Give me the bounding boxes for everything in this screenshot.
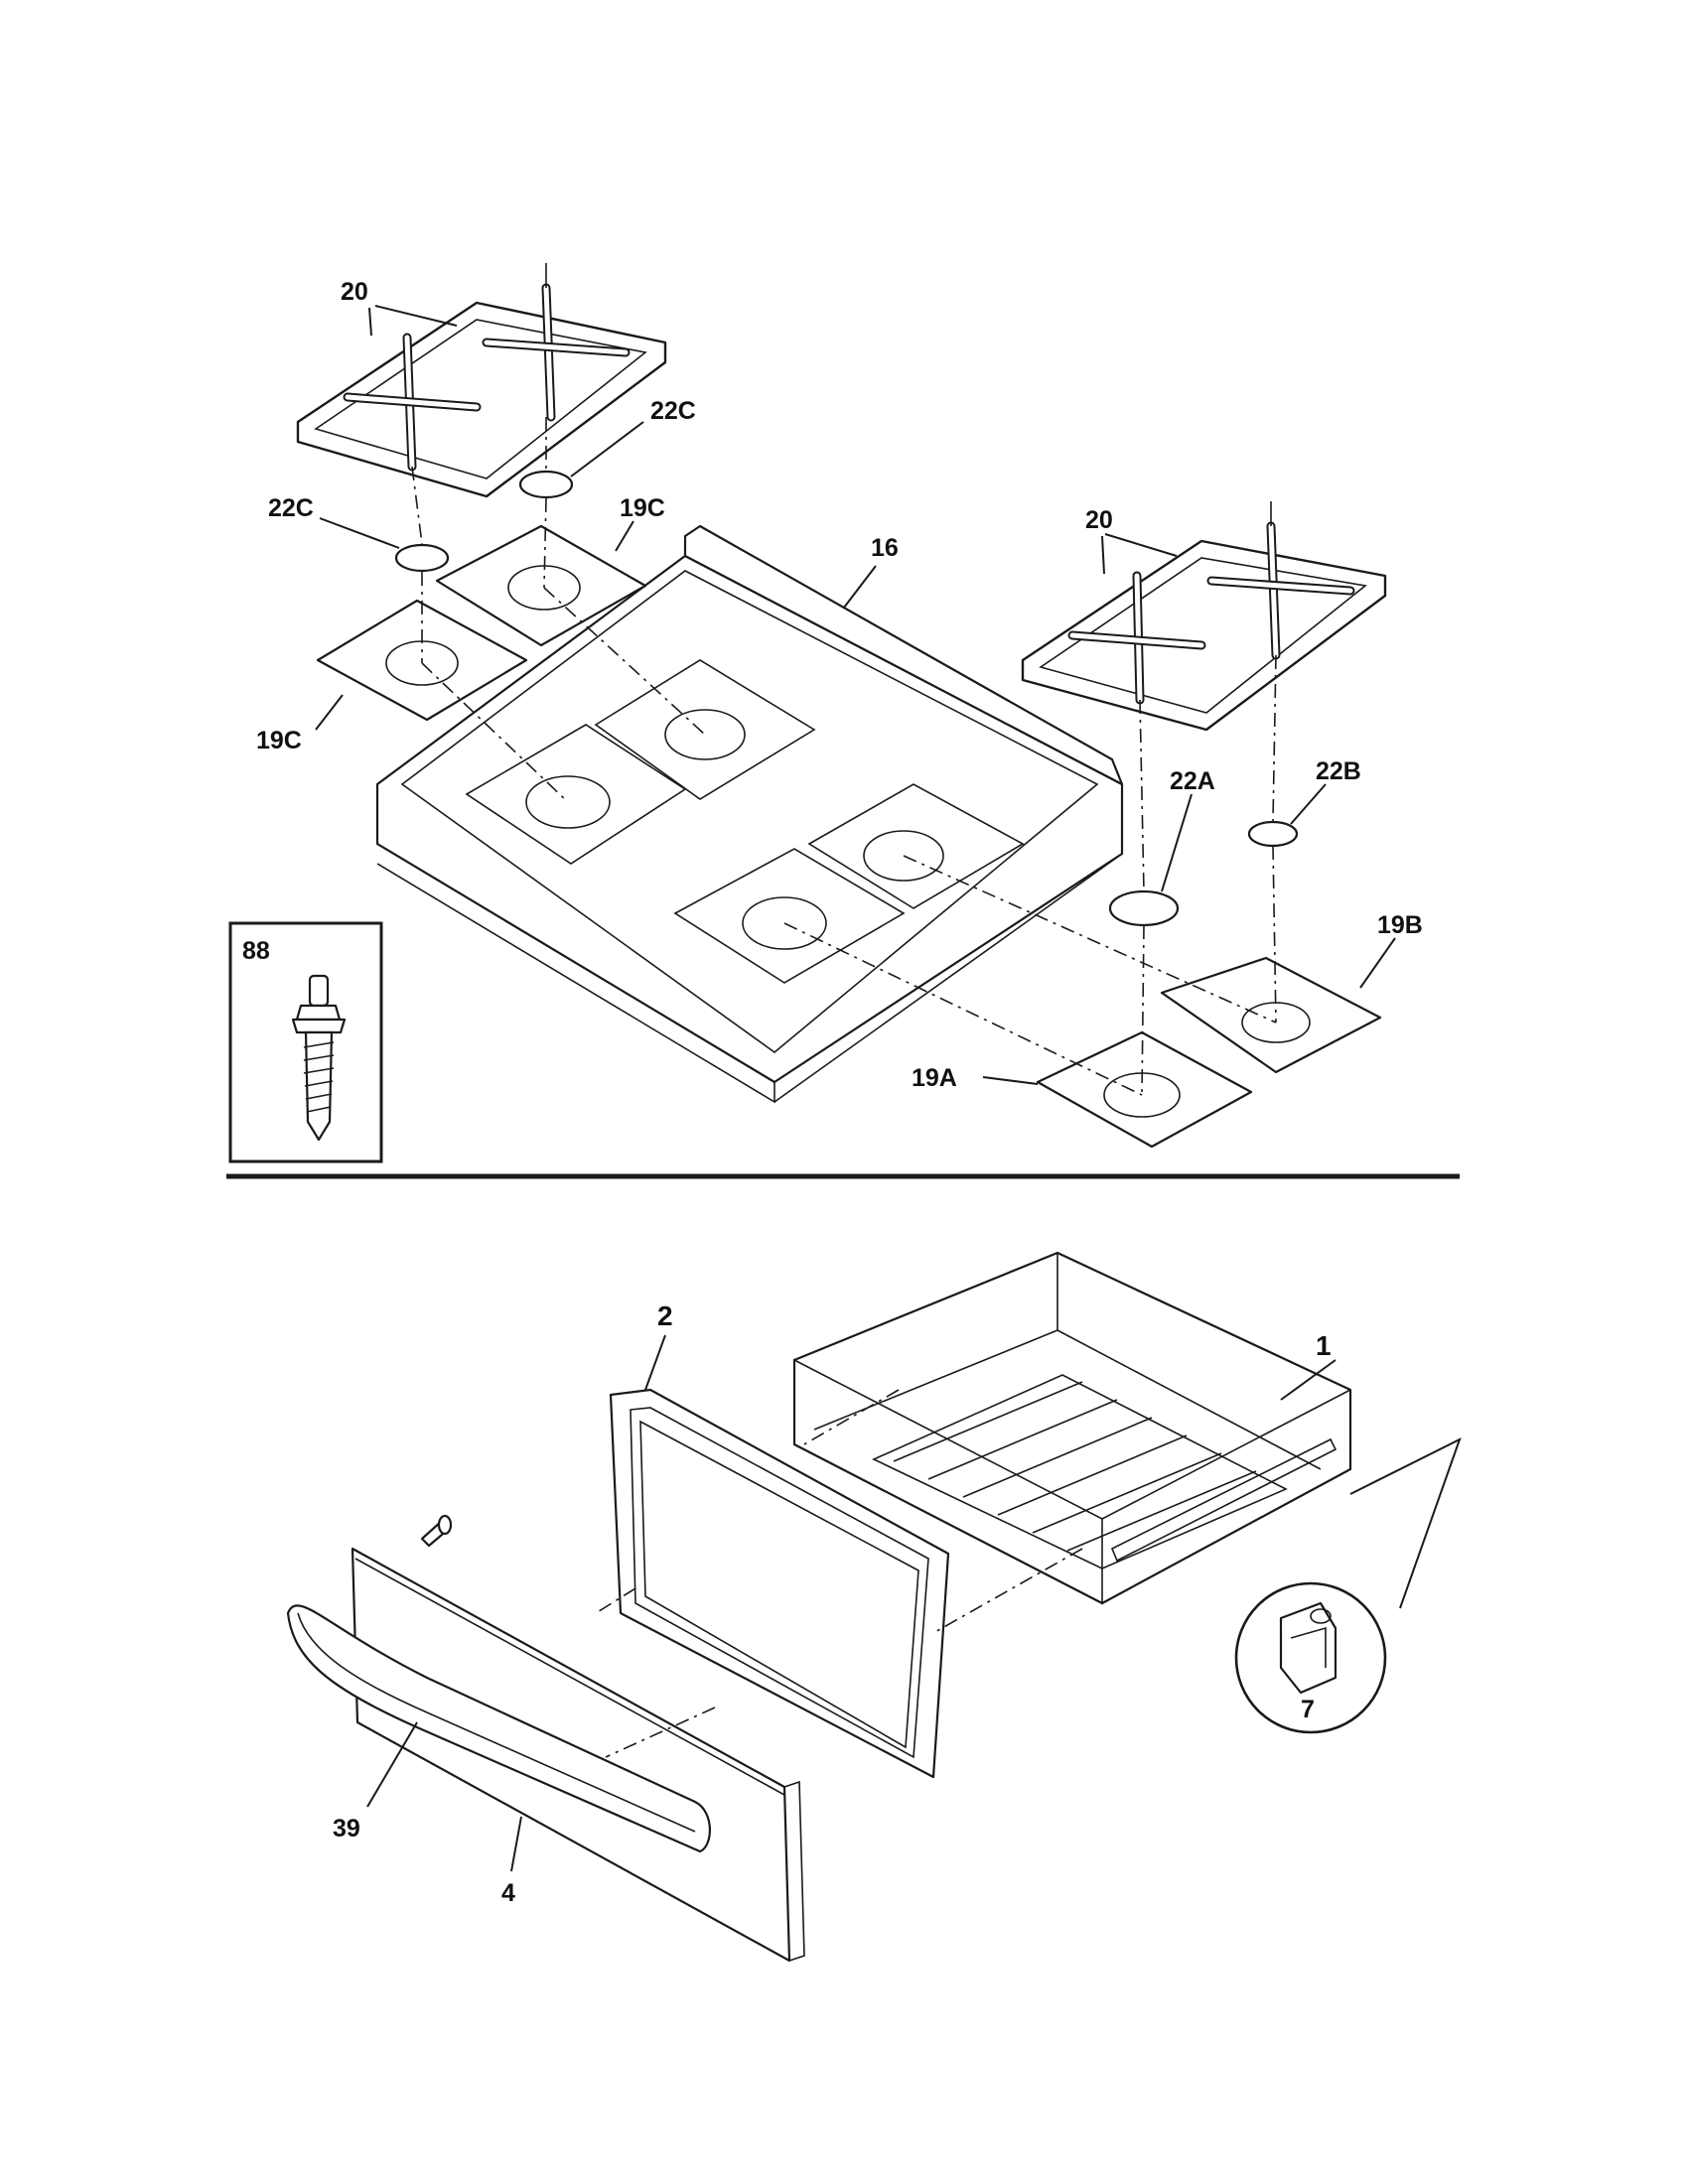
drawer-clip-detail xyxy=(1234,1436,1462,1734)
grate-pair-right-20 xyxy=(1021,501,1387,732)
burner-bowl-19b xyxy=(1160,956,1382,1074)
callout-88: 88 xyxy=(242,937,270,965)
drawer-handle-39 xyxy=(286,1604,711,1853)
alignment-lines-top xyxy=(411,417,1277,1096)
cooktop-16 xyxy=(375,524,1124,1104)
callout-39: 39 xyxy=(333,1815,360,1843)
grate-pair-left-20 xyxy=(296,263,667,498)
burner-cap-22c-upper xyxy=(518,470,574,499)
callout-19b: 19B xyxy=(1377,911,1423,939)
callout-16: 16 xyxy=(871,534,899,562)
callout-22c-lower: 22C xyxy=(268,494,314,522)
burner-cap-22b xyxy=(1247,820,1299,848)
callout-7: 7 xyxy=(1301,1696,1315,1723)
drawer-liner-2 xyxy=(609,1388,950,1779)
burner-bowl-19a xyxy=(1036,1030,1253,1149)
callout-22c-upper: 22C xyxy=(650,397,696,425)
callout-1: 1 xyxy=(1316,1330,1332,1361)
callout-19a: 19A xyxy=(912,1064,957,1092)
callout-19c-lower: 19C xyxy=(256,727,302,754)
screw-detail-box xyxy=(228,921,383,1163)
callout-labels: 20 22C 22C 19C 19C 16 20 22A 22B 19B 19A… xyxy=(242,278,1423,1907)
callout-20-left: 20 xyxy=(341,278,368,306)
callout-2: 2 xyxy=(657,1300,673,1331)
drawer-body-1 xyxy=(792,1251,1352,1605)
callout-19c-upper: 19C xyxy=(620,494,665,522)
alignment-lines-bottom xyxy=(595,1389,1083,1758)
leader-lines xyxy=(315,305,1396,1872)
callout-22a: 22A xyxy=(1170,767,1215,795)
callout-20-right: 20 xyxy=(1085,506,1113,534)
burner-cap-22a xyxy=(1108,889,1180,927)
screw-icon xyxy=(291,974,347,1142)
drawer-screw-icon xyxy=(420,1514,453,1548)
callout-4: 4 xyxy=(501,1879,515,1907)
clip-icon xyxy=(1279,1601,1337,1695)
callout-22b: 22B xyxy=(1316,757,1361,785)
burner-cap-22c-lower xyxy=(394,543,450,573)
